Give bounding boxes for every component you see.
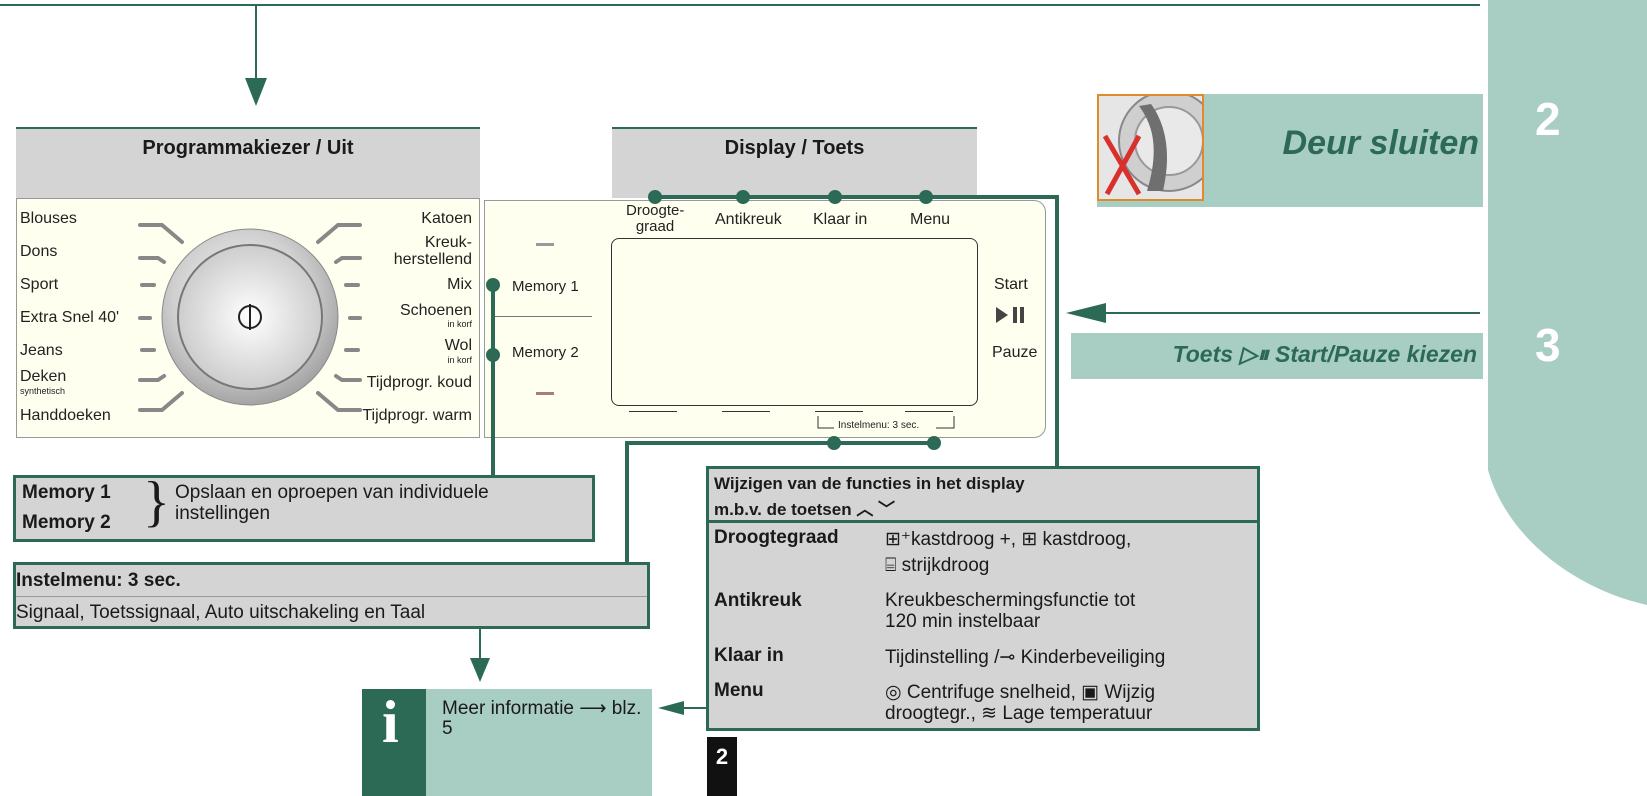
pause-label: Pauze <box>992 344 1038 361</box>
program-dons[interactable]: Dons <box>20 243 58 260</box>
step-2-number: 2 <box>1535 93 1561 145</box>
button-antikreuk[interactable]: Antikreuk <box>715 211 782 228</box>
program-deken[interactable]: Deken <box>20 368 67 385</box>
droogtegraad-line2: graad <box>635 218 675 235</box>
functions-header-line2: m.b.v. de toetsen ︿ ﹀ <box>714 500 896 519</box>
function-name-antikreuk: Antikreuk <box>714 590 802 611</box>
memory-info-box <box>13 475 595 542</box>
program-selector-title: Programmakiezer / Uit <box>142 137 354 159</box>
program-kreuk[interactable]: Kreuk- <box>424 234 472 251</box>
program-tijd-warm[interactable]: Tijdprogr. warm <box>362 407 472 424</box>
step3-title: Toets ▷⏸ Start/Pauze kiezen <box>1172 341 1477 367</box>
memory2-led <box>536 392 554 395</box>
right-sidebar <box>1488 0 1647 605</box>
display-title: Display / Toets <box>724 137 865 159</box>
functions-header-line1: Wijzigen van de functies in het display <box>714 474 1025 493</box>
step3-banner <box>1071 333 1483 379</box>
memory-divider <box>495 316 592 317</box>
program-extra-snel[interactable]: Extra Snel 40' <box>20 309 120 326</box>
info-icon-box <box>362 689 426 796</box>
step2-title: Deur sluiten <box>1282 124 1479 162</box>
lcd-button-bar-1 <box>629 411 677 412</box>
page-mark: 2 <box>707 737 737 796</box>
instelmenu-box-divider <box>16 596 647 597</box>
functions-header-divider <box>709 520 1257 523</box>
page-mark-text: 2 <box>715 744 729 769</box>
program-wol[interactable]: Wol <box>444 337 472 354</box>
function-name-droogtegraad: Droogtegraad <box>714 527 839 548</box>
info-text[interactable]: Meer informatie ⟶ blz. 5 <box>442 698 642 739</box>
display-header: Display / Toets <box>612 127 977 198</box>
program-jeans[interactable]: Jeans <box>20 342 63 359</box>
function-desc-menu-1: ◎ Centrifuge snelheid, ▣ Wijzig <box>885 682 1156 703</box>
program-deken-sub: synthetisch <box>20 386 66 396</box>
program-herstellend: herstellend <box>393 251 472 268</box>
instelmenu-bracket <box>817 416 955 429</box>
top-rule <box>0 4 1480 6</box>
instelmenu-box-title: Instelmenu: 3 sec. <box>16 570 181 591</box>
program-blouses[interactable]: Blouses <box>20 210 77 227</box>
memory-brace: } <box>143 471 170 533</box>
program-schoenen-sub: in korf <box>447 319 472 329</box>
function-name-klaar-in: Klaar in <box>714 645 784 666</box>
program-mix[interactable]: Mix <box>447 276 472 293</box>
info-text-box <box>426 689 652 796</box>
functions-box <box>706 466 1260 731</box>
button-klaar-in[interactable]: Klaar in <box>813 211 868 228</box>
memory2-label[interactable]: Memory 2 <box>512 344 579 361</box>
door-image <box>1097 94 1204 201</box>
droogtegraad-line1: Droogte- <box>626 202 685 219</box>
program-tijd-koud[interactable]: Tijdprogr. koud <box>366 374 472 391</box>
program-dial[interactable] <box>130 210 370 430</box>
function-desc-antikreuk-2: 120 min instelbaar <box>885 611 1041 632</box>
program-wol-sub: in korf <box>447 355 472 365</box>
info-icon: i <box>382 689 399 755</box>
lcd-button-bar-2 <box>722 411 770 412</box>
program-katoen[interactable]: Katoen <box>421 210 472 227</box>
start-pause-icon[interactable] <box>996 305 1028 325</box>
down-arrow-icon <box>245 78 267 106</box>
start-label: Start <box>994 276 1028 293</box>
lcd-button-bar-3 <box>815 411 863 412</box>
program-selector-header: Programmakiezer / Uit <box>16 127 480 198</box>
function-desc-menu-2: droogtegr., ≋ Lage temperatuur <box>885 703 1153 724</box>
instelmenu-box-text: Signaal, Toetssignaal, Auto uitschakelin… <box>16 602 426 623</box>
arrow-shaft <box>255 5 257 80</box>
button-droogtegraad[interactable]: Droogte- graad <box>626 203 684 235</box>
memory-box-label-2: Memory 2 <box>22 512 111 533</box>
instelmenu-label: Instelmenu: 3 sec. <box>838 420 920 431</box>
memory-box-label-1: Memory 1 <box>22 482 111 503</box>
program-schoenen[interactable]: Schoenen <box>399 302 472 319</box>
memory-box-text: Opslaan en oproepen van individuele inst… <box>175 482 489 524</box>
memory1-label[interactable]: Memory 1 <box>512 278 579 295</box>
memory1-led <box>536 243 554 246</box>
lcd-button-bar-4 <box>905 411 953 412</box>
function-name-menu: Menu <box>714 680 764 701</box>
function-desc-antikreuk-1: Kreukbeschermingsfunctie tot <box>885 590 1136 611</box>
lcd-screen <box>611 238 978 406</box>
door-closing-icon <box>1102 96 1202 196</box>
program-sport[interactable]: Sport <box>20 276 59 293</box>
function-desc-droogtegraad-2: ⌸ strijkdroog <box>885 555 990 576</box>
instelmenu-info-box <box>13 562 650 629</box>
function-desc-klaar-in: Tijdinstelling /⊸ Kinderbeveiliging <box>885 647 1166 668</box>
button-menu[interactable]: Menu <box>910 211 951 228</box>
function-desc-droogtegraad-1: ⊞⁺kastdroog +, ⊞ kastdroog, <box>885 529 1132 550</box>
step-3-number: 3 <box>1535 319 1561 371</box>
program-handdoeken[interactable]: Handdoeken <box>20 407 111 424</box>
